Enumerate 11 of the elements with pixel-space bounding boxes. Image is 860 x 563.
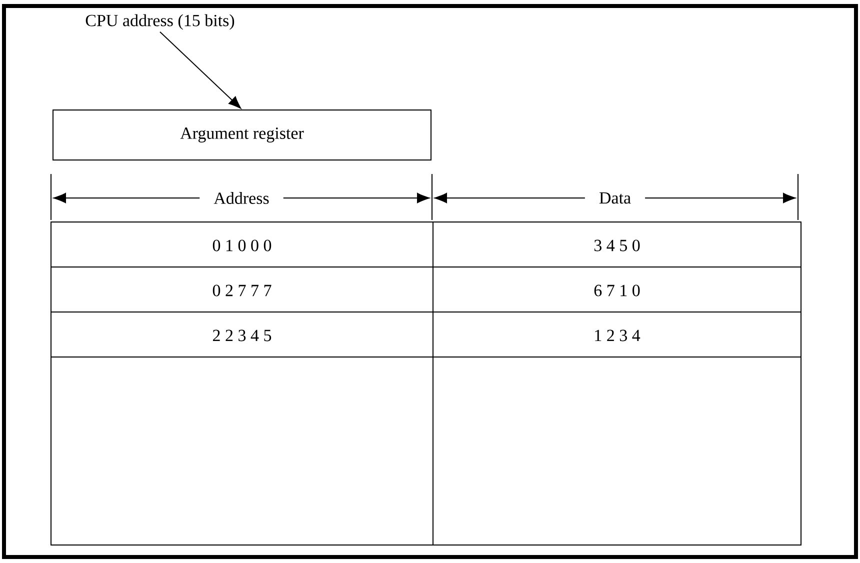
cell-value: 1 2 3 4 (595, 330, 640, 342)
cell-value: 2 2 3 4 5 (213, 330, 272, 342)
cell-value: 6 7 1 0 (594, 284, 640, 296)
cell-value: 3 4 5 0 (594, 240, 640, 252)
dimension-label: Address (200, 190, 284, 206)
cell-value: 0 1 0 0 0 (212, 240, 272, 252)
register-box: Argument register (52, 110, 432, 160)
source-label: CPU address (15 bits) (86, 14, 234, 30)
cell-value: 0 2 7 7 7 (212, 284, 272, 296)
dimension-label: Data (584, 190, 646, 206)
arrow (160, 31, 242, 109)
